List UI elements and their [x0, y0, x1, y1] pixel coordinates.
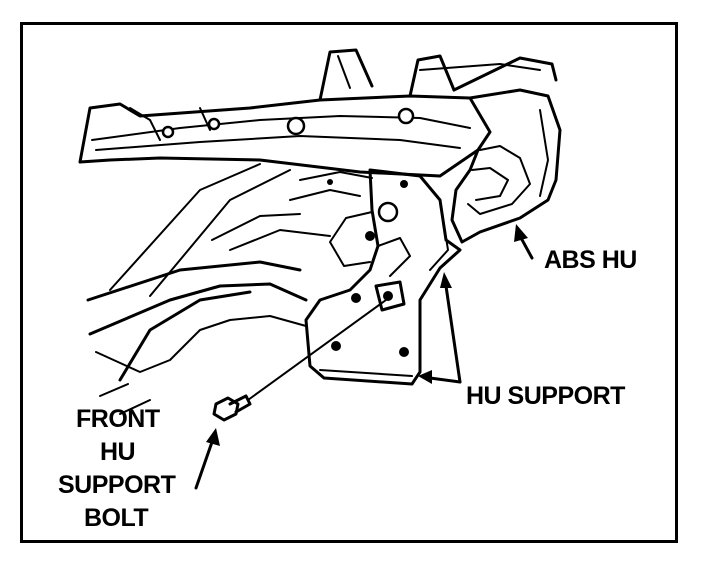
front-bolt-label-line1: FRONT — [76, 405, 160, 433]
upper-tubes — [318, 48, 558, 102]
leader-arrows — [194, 224, 534, 490]
front-bolt-label-line2: HU — [100, 438, 136, 466]
abs-hu-label: ABS HU — [544, 246, 637, 274]
hu-support-label: HU SUPPORT — [466, 382, 625, 410]
front-bolt-label-line3: SUPPORT — [58, 471, 176, 499]
front-bolt-label-line4: BOLT — [84, 504, 149, 532]
cross-member — [78, 94, 492, 178]
mounting-holes — [161, 107, 415, 357]
hu-support-bracket — [304, 168, 462, 386]
abs-hu-body — [450, 88, 562, 244]
frame-rails — [86, 163, 373, 415]
support-bolt — [212, 299, 387, 422]
